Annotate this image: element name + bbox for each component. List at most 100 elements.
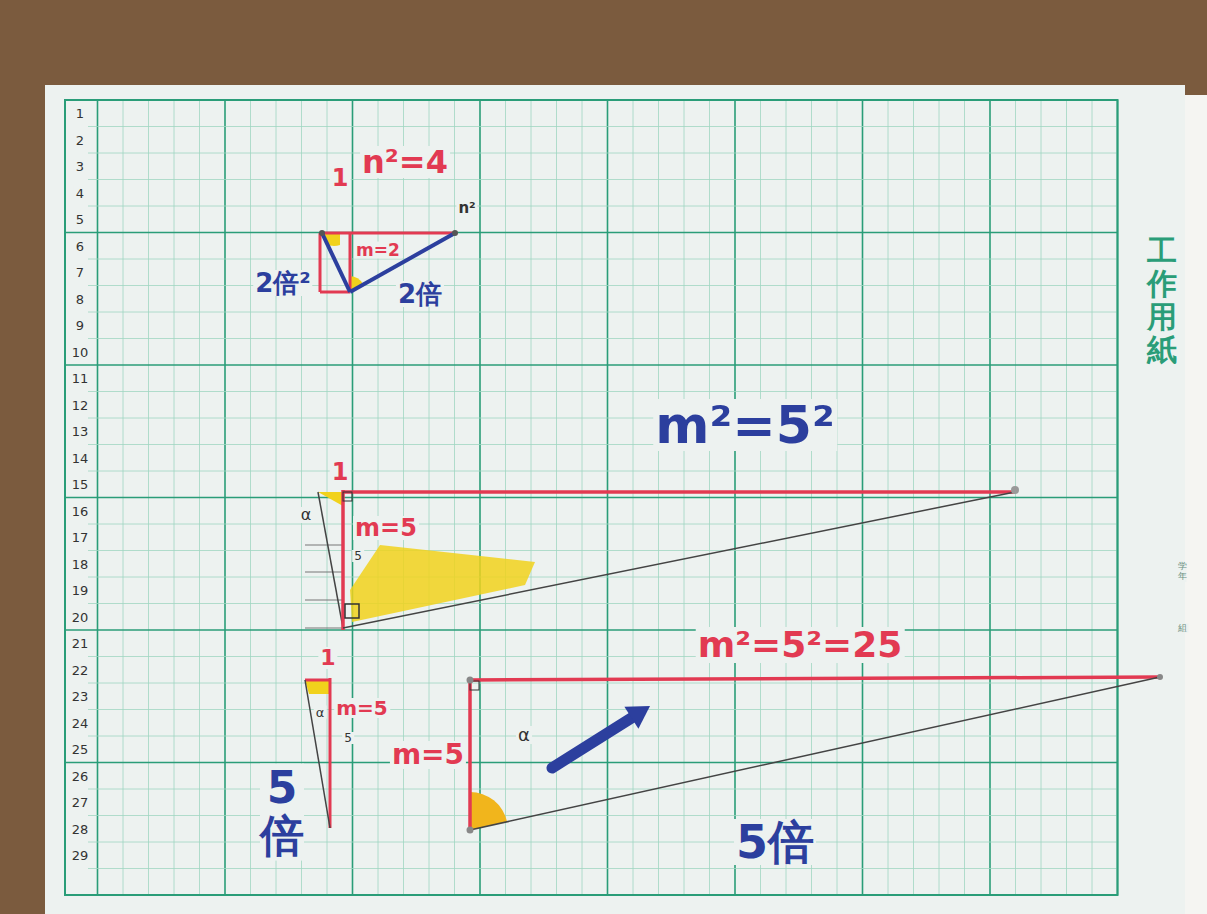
row-number: 16	[70, 504, 91, 517]
handwritten-note: 2倍	[396, 281, 444, 307]
tick-line	[305, 628, 343, 629]
grid-line	[88, 312, 1118, 313]
row-number: 14	[70, 451, 91, 464]
handwritten-note: 1	[330, 460, 351, 484]
right-angle-mark	[345, 604, 359, 618]
grid-line	[88, 471, 1118, 472]
margin-title: 工作用紙	[1147, 234, 1177, 366]
grid-line	[88, 179, 1118, 180]
grid-line	[88, 259, 1118, 260]
point	[319, 230, 325, 236]
hypotenuse	[318, 492, 343, 628]
grid-line	[65, 232, 1118, 234]
handwritten-note: 2倍²	[253, 270, 312, 296]
row-number: 1	[74, 107, 86, 120]
grid-line	[88, 683, 1118, 684]
row-number: 7	[74, 266, 86, 279]
blue-arrow	[552, 717, 633, 768]
row-number: 17	[70, 531, 91, 544]
row-number: 24	[70, 716, 91, 729]
grid-line	[88, 550, 1118, 551]
grid-line	[88, 391, 1118, 392]
paper-sheet	[45, 85, 1185, 914]
row-number: 9	[74, 319, 86, 332]
handwritten-note: n²	[456, 201, 477, 216]
row-number: 6	[74, 239, 86, 252]
row-number: 28	[70, 822, 91, 835]
grid-line	[88, 815, 1118, 816]
handwritten-note: m²=5²	[653, 399, 837, 451]
yellow-shading	[350, 545, 535, 622]
blue-side	[322, 233, 350, 292]
point	[467, 677, 474, 684]
row-number: 3	[74, 160, 86, 173]
grid-line	[88, 868, 1118, 869]
handwritten-note: 1	[318, 647, 337, 669]
row-number: 18	[70, 557, 91, 570]
row-number: 4	[74, 186, 86, 199]
row-number: 29	[70, 849, 91, 862]
handwritten-note: 1	[330, 166, 351, 190]
handwritten-note: m=5	[334, 698, 390, 718]
row-number: 12	[70, 398, 91, 411]
angle-shade	[470, 792, 507, 830]
red-side	[343, 490, 1015, 494]
red-side	[470, 677, 1160, 680]
row-number: 26	[70, 769, 91, 782]
handwritten-note: 5倍	[260, 764, 304, 861]
grid-line	[65, 364, 1118, 366]
hypotenuse	[305, 680, 330, 828]
row-number: 2	[74, 133, 86, 146]
handwritten-note: m=5	[390, 741, 466, 769]
handwritten-note: m=2	[354, 242, 402, 259]
tick-line	[305, 545, 343, 546]
grid-lines	[65, 100, 1118, 895]
row-number: 27	[70, 796, 91, 809]
margin-note: 学年	[1178, 562, 1187, 582]
hypotenuse	[343, 492, 1015, 628]
red-side	[341, 490, 345, 630]
grid-line	[88, 206, 1118, 207]
red-side	[320, 291, 350, 294]
handwritten-note: 5	[352, 550, 364, 562]
grid-line	[88, 603, 1118, 604]
grid-line	[65, 629, 1118, 631]
angle-shade	[305, 680, 330, 694]
row-number: 22	[70, 663, 91, 676]
tick-line	[305, 572, 343, 573]
arrow-head	[624, 706, 650, 729]
grid-line	[65, 762, 1118, 764]
grid-line	[88, 444, 1118, 445]
row-number: 20	[70, 610, 91, 623]
angle-shade	[318, 492, 343, 506]
grid-line	[88, 153, 1118, 154]
row-number: 15	[70, 478, 91, 491]
row-number: 25	[70, 743, 91, 756]
grid-line	[88, 418, 1118, 419]
grid-line	[88, 789, 1118, 790]
point	[452, 230, 458, 236]
handwritten-note: 5	[342, 732, 354, 744]
grid-line	[88, 656, 1118, 657]
grid-line	[88, 126, 1118, 127]
grid-line	[65, 497, 1118, 499]
handwritten-note: 5倍	[734, 819, 816, 865]
point	[1157, 674, 1163, 680]
row-number: 11	[70, 372, 91, 385]
row-number: 21	[70, 637, 91, 650]
point	[467, 827, 474, 834]
grid-line	[88, 524, 1118, 525]
red-side	[468, 678, 472, 832]
red-side	[322, 232, 455, 235]
red-side	[305, 679, 330, 682]
handwritten-note: α	[314, 706, 327, 719]
row-number: 10	[70, 345, 91, 358]
row-number: 13	[70, 425, 91, 438]
red-side	[319, 233, 322, 292]
grid-line	[88, 338, 1118, 339]
grid-line	[88, 577, 1118, 578]
row-number: 23	[70, 690, 91, 703]
